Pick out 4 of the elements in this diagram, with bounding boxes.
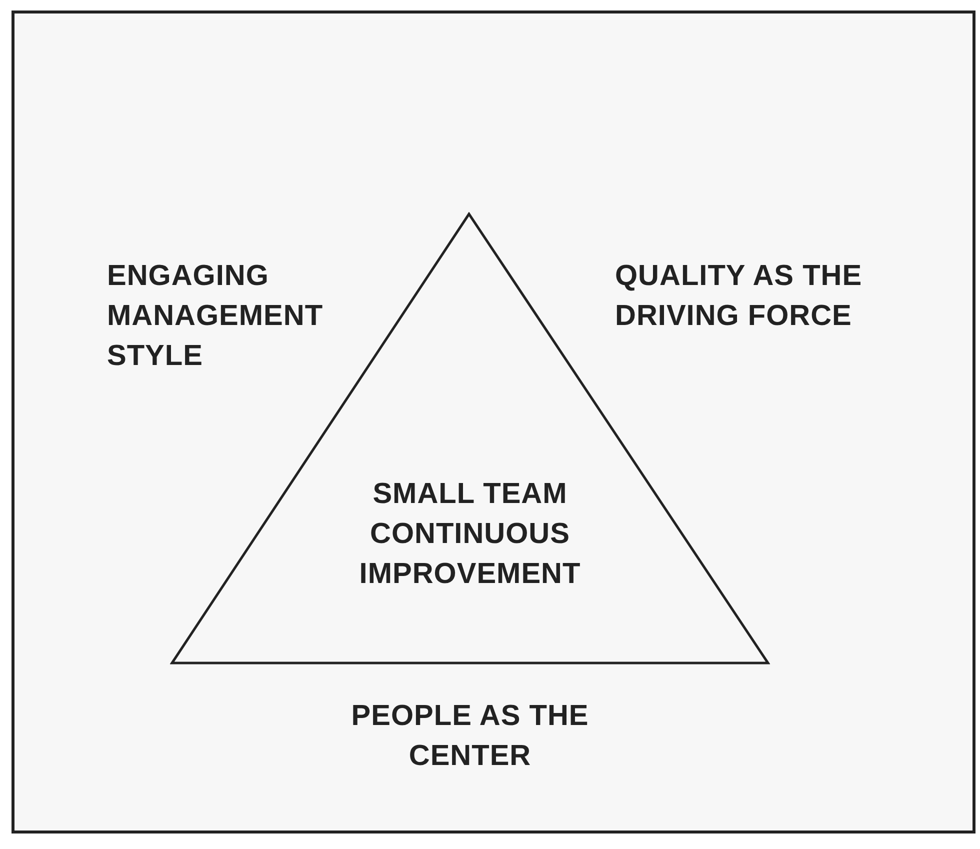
side-label: QUALITY AS THE DRIVING FORCE: [615, 259, 864, 334]
triangle-text: SMALL TEAM CONTINUOUS IMPROVEMENT: [358, 477, 582, 592]
side-label: PEOPLE AS THE CENTER: [350, 699, 590, 774]
side-label: ENGAGING MANAGEMENT STYLE: [107, 259, 324, 374]
